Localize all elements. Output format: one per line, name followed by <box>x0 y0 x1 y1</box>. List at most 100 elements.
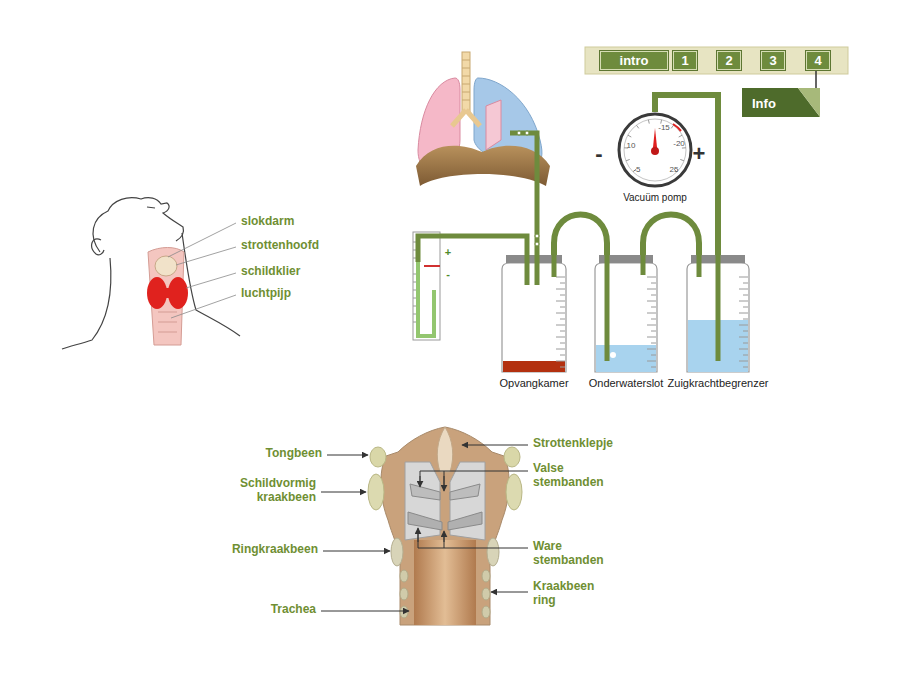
pointer-arrow <box>444 476 445 491</box>
pointer-arrow <box>444 531 445 542</box>
ring-line <box>462 60 470 61</box>
scale-tick <box>651 343 656 344</box>
gauge-tick <box>648 120 650 124</box>
true-vocal-fold <box>408 512 442 530</box>
larynx-shape <box>155 256 177 276</box>
scale-tick <box>743 319 748 320</box>
scale-tick <box>743 331 748 332</box>
scale-tick <box>739 301 748 302</box>
cartilage-ring <box>400 570 408 582</box>
scale-tick <box>560 367 565 368</box>
pointer-arrow <box>321 492 366 493</box>
bronchi <box>452 110 480 126</box>
cricoid-cartilage <box>391 538 403 566</box>
anatomy-label: slokdarm <box>241 215 351 229</box>
tab-body <box>742 88 820 117</box>
scale-tick <box>647 361 656 362</box>
trachea-rings <box>158 312 177 332</box>
inner-tube <box>716 255 721 361</box>
inner-tube <box>641 255 646 275</box>
tab-label: Info <box>752 95 776 110</box>
scale-tick <box>651 319 656 320</box>
nav-button: intro <box>600 51 668 70</box>
drain-tube <box>643 215 699 256</box>
scale-tick <box>647 325 656 326</box>
nav-button: 4 <box>806 51 830 70</box>
scale-tick <box>739 349 748 350</box>
trachea-tube <box>462 52 470 112</box>
vacuum-gauge: -15-2010-525Vacuüm pomp <box>617 112 693 188</box>
bottle-label: Zuigkrachtbegrenzer <box>668 377 769 389</box>
pointer-arrow <box>462 445 528 446</box>
inner-tube <box>535 255 540 285</box>
plus-sign: + <box>690 141 708 166</box>
anatomy-label: Ware stembanden <box>533 540 615 568</box>
bottle-shape <box>500 255 568 373</box>
scale-number: -5 <box>633 166 640 174</box>
bracket-line <box>420 471 528 490</box>
pointer-arrows <box>321 445 528 611</box>
button-label: 1 <box>681 53 688 68</box>
clamp-dot <box>525 131 529 135</box>
scale-tick <box>743 343 748 344</box>
anatomy-label: schildklier <box>241 265 351 279</box>
scale-tick <box>556 349 565 350</box>
anatomy-label: Strottenklepje <box>533 437 648 451</box>
scale-tick <box>556 277 565 278</box>
scale-tick <box>743 367 748 368</box>
ring-line <box>462 84 470 85</box>
eye-mark <box>147 207 155 208</box>
gauge-tick <box>680 159 684 160</box>
scale-tick <box>651 283 656 284</box>
neck-line <box>62 258 111 349</box>
scale-tick <box>560 355 565 356</box>
bottle-body <box>595 263 657 372</box>
ear-outline <box>92 239 104 255</box>
gauge-caption: Vacuüm pomp <box>623 192 687 203</box>
bottle-shape <box>685 255 751 373</box>
scale-tick <box>743 355 748 356</box>
scale-tick <box>560 307 565 308</box>
trachea-rings <box>462 60 470 100</box>
drain-bottle: Zuigkrachtbegrenzer <box>685 255 751 373</box>
nav-button: 2 <box>717 51 741 70</box>
ring-line <box>462 68 470 69</box>
ring-line <box>158 322 177 323</box>
bracket-line <box>418 530 528 548</box>
leader-line <box>171 295 236 318</box>
cartilage-ring <box>482 570 490 582</box>
thyroid-cartilage <box>506 474 522 510</box>
scale-tick <box>647 289 656 290</box>
cartilage-ring <box>482 606 490 618</box>
gauge-tick <box>671 125 673 128</box>
pointer-arrow <box>327 455 368 456</box>
minus-sign: - <box>442 268 454 281</box>
plus-sign: + <box>442 246 454 259</box>
scale-tick <box>556 313 565 314</box>
anatomy-label: Ringkraakbeen <box>208 543 318 557</box>
true-vocal-fold <box>448 512 482 530</box>
scale-tick <box>647 337 656 338</box>
bottle-label: Onderwaterslot <box>589 377 664 389</box>
gauge-hub <box>651 147 659 155</box>
drain-bottle: Opvangkamer <box>500 255 568 373</box>
nav-button: 3 <box>761 51 785 70</box>
anatomy-label: strottenhoofd <box>241 239 351 253</box>
epiglottis <box>437 427 452 472</box>
air-bubble <box>610 352 616 358</box>
thyroid-cartilage <box>368 474 384 510</box>
button-label: 3 <box>769 53 776 68</box>
ring-line <box>158 332 177 333</box>
cartilage-ring <box>400 588 408 600</box>
scale-number: -20 <box>673 140 685 148</box>
clamp-dot <box>517 131 521 135</box>
pointer-arrow <box>323 551 390 552</box>
gauge-red-mark <box>673 124 681 131</box>
scale-tick <box>743 295 748 296</box>
scale-tick <box>560 331 565 332</box>
pointer-arrow <box>420 476 421 487</box>
fluid-column <box>418 262 434 336</box>
info-tab: Info <box>742 88 820 117</box>
scale-tick <box>739 361 748 362</box>
